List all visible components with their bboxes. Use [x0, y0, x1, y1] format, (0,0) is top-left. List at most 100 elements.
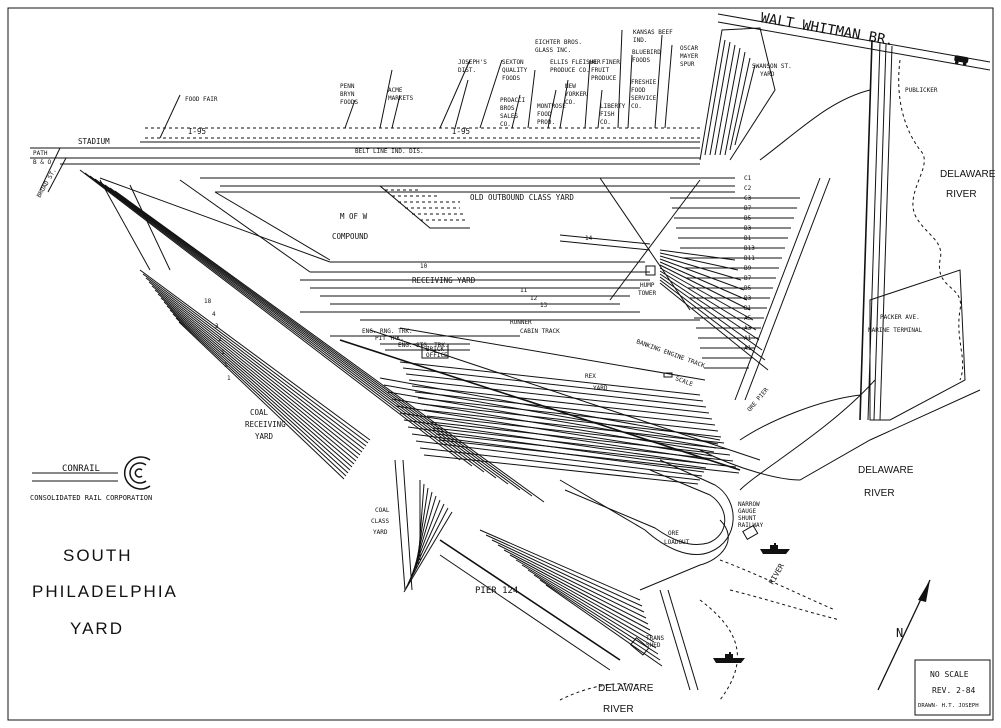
track-line — [659, 270, 757, 331]
coal-receiving-yard — [99, 179, 371, 480]
east-track-num: A5 — [744, 315, 752, 322]
industry-label-liberty: LIBERTY — [600, 103, 626, 110]
runner-label: RUNNER — [510, 319, 532, 326]
track-line — [369, 329, 761, 461]
shoreline — [559, 59, 981, 701]
coal-recv-label-3: YARD — [255, 432, 274, 441]
tower-label: TOWER — [638, 290, 656, 297]
track-line — [744, 177, 831, 401]
east-leads — [859, 39, 893, 421]
river-label-3a: DELAWARE — [598, 683, 654, 694]
track-line — [659, 258, 745, 291]
recv-num-13: 13 — [540, 302, 548, 309]
industry-label-freshie: FRESHIE — [631, 79, 657, 86]
east-track-num: B7 — [744, 205, 752, 212]
track-line — [99, 181, 509, 485]
coal-numbers: 18 4 3 2 1 1 1 — [204, 298, 231, 382]
east-track-num: A1 — [744, 335, 752, 342]
packer-terminal — [869, 269, 966, 421]
legend-drawn: DRAWN- H.T. JOSEPH — [918, 703, 979, 709]
track-line — [659, 264, 751, 311]
track-line — [415, 440, 703, 477]
track-line — [509, 554, 651, 631]
industry-label-ellis: ELLIS FLEISHER — [550, 59, 601, 66]
east-track-num: B3 — [744, 295, 752, 302]
i95-label-east: I-95 — [452, 127, 470, 136]
industry-label-penn-bryn: PENN — [340, 83, 355, 90]
track-line — [84, 172, 473, 467]
track-line — [659, 252, 739, 271]
track-line — [151, 285, 363, 453]
track-line — [659, 261, 748, 301]
industry-label-oscar-mayer: OSCAR — [680, 45, 698, 52]
industry-label-montrose: MONTROSE — [537, 103, 566, 110]
river-label-3b: RIVER — [603, 704, 634, 715]
car-icon — [954, 55, 969, 66]
east-track-num: A1 — [744, 345, 752, 352]
industry-label-sexton: QUALITY — [502, 67, 528, 74]
stacking-pattern — [385, 189, 468, 221]
track-line — [426, 415, 728, 450]
industry-label-food-fair: FOOD FAIR — [185, 96, 218, 103]
title-line-1: SOUTH — [63, 546, 133, 565]
east-track-num: B9 — [744, 265, 752, 272]
east-track-num: B11 — [744, 255, 755, 262]
east-track-num: B5 — [744, 285, 752, 292]
track-line — [407, 503, 445, 585]
narrow-gauge-loop: NARROW GAUGE SHUNT RAILWAY ORE LOADOUT — [559, 459, 764, 556]
industry-label-montrose: FOOD — [537, 111, 552, 118]
track-line — [539, 579, 661, 661]
title-line-3: YARD — [70, 619, 124, 638]
track-line — [383, 384, 719, 445]
track-line — [479, 529, 641, 601]
swanson-label-2: YARD — [760, 71, 775, 78]
narrow-label-4: RAILWAY — [738, 522, 764, 529]
industry-label-acme: ACME — [388, 87, 403, 94]
conrail-logo: CONRAIL CONSOLIDATED RAIL CORPORATION — [30, 456, 152, 502]
east-track-num: C2 — [744, 185, 752, 192]
brick-office-box — [421, 343, 449, 359]
industry-label-freshie: CO. — [631, 103, 642, 110]
pier-124-label: PIER 124 — [475, 586, 518, 596]
east-class-fan — [659, 177, 831, 401]
track-line — [129, 184, 171, 271]
north-arrowhead-icon — [918, 580, 930, 602]
track-line — [399, 361, 701, 396]
track-line — [667, 589, 699, 691]
track-line — [148, 281, 365, 450]
brick-label: BRICK — [426, 346, 444, 353]
track-line — [175, 317, 347, 477]
track-line — [402, 367, 704, 402]
eng-stg-label: ENG. STG. TRK. — [398, 342, 449, 349]
east-track-num: B13 — [744, 245, 755, 252]
pit-trk-label: PIT TRK. — [375, 335, 404, 342]
track-line — [408, 379, 710, 414]
coal-num-18: 18 — [204, 298, 212, 305]
ore-loadout-label-2: LOADOUT — [664, 539, 690, 546]
industry-label-sexton: FOODS — [502, 75, 520, 82]
industry-label-montrose: PROD. — [537, 119, 555, 126]
diagonal-tracks — [79, 169, 761, 503]
industry-label-josephs: JOSEPH'S — [458, 59, 487, 66]
broad-st-label: BROAD ST. — [36, 167, 58, 199]
track-line — [497, 544, 647, 619]
east-track-num: B3 — [744, 225, 752, 232]
old-outbound-class-yard: OLD OUTBOUND CLASS YARD M OF W COMPOUND — [200, 177, 735, 241]
ore-pier-label: ORE PIER — [746, 386, 770, 413]
track-line — [435, 433, 737, 468]
industry-label-procacci: SALES — [500, 113, 518, 120]
track-line — [659, 267, 754, 321]
legend-box: NO SCALE REV. 2-84 DRAWN- H.T. JOSEPH — [914, 659, 991, 716]
track-line — [659, 589, 691, 691]
track-line — [94, 178, 497, 479]
yard-label: YARD — [593, 385, 608, 392]
track-line — [99, 179, 151, 271]
track-line — [172, 313, 349, 474]
track-line — [533, 574, 659, 655]
track-line — [485, 534, 643, 607]
trans-shed-box — [629, 637, 650, 656]
industry-label-al-finer: FRUIT — [591, 67, 609, 74]
industry-label-new-yorker: YORKER — [565, 91, 587, 98]
pier-124 — [439, 529, 699, 691]
coal-class-label-2: CLASS — [371, 518, 389, 525]
